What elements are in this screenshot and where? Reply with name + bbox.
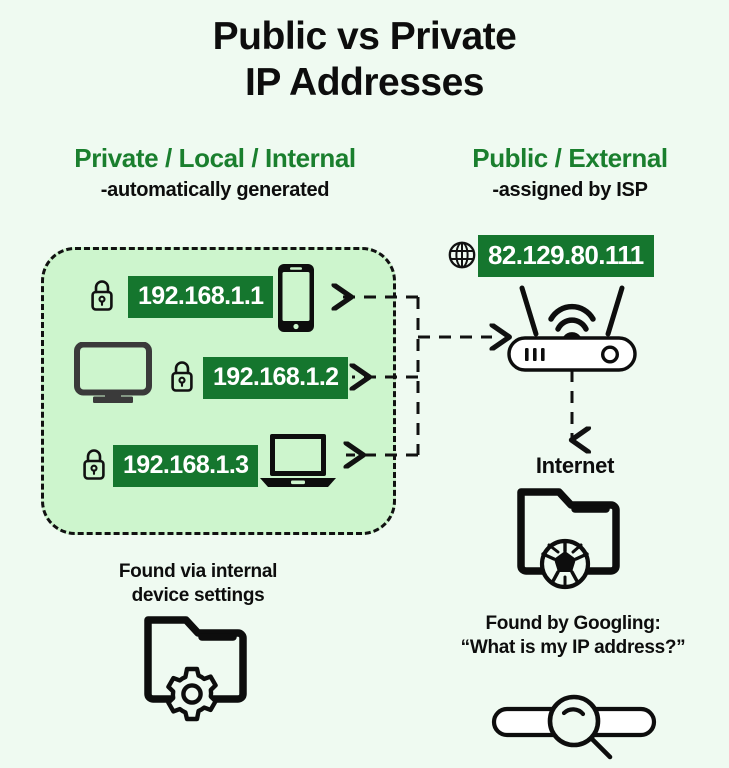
private-ip-badge-3: 192.168.1.3 bbox=[113, 445, 259, 487]
private-heading: Private / Local / Internal bbox=[74, 143, 356, 173]
public-ip-badge: 82.129.80.111 bbox=[478, 235, 654, 277]
search-bar-icon bbox=[490, 687, 660, 768]
smartphone-icon bbox=[276, 262, 316, 339]
page-title: Public vs Private IP Addresses bbox=[0, 14, 729, 106]
laptop-icon bbox=[258, 432, 338, 495]
private-caption-line-1: Found via internal bbox=[118, 561, 278, 582]
public-caption-line-2: “What is my IP address?” bbox=[460, 636, 686, 658]
title-line-2: IP Addresses bbox=[245, 61, 484, 105]
private-column-header: Private / Local / Internal -automaticall… bbox=[10, 144, 420, 201]
public-caption-line-1: Found by Googling: bbox=[485, 613, 661, 634]
title-line-1: Public vs Private bbox=[212, 15, 517, 58]
private-caption-line-2: device settings bbox=[131, 584, 265, 606]
public-caption: Found by Googling: “What is my IP addres… bbox=[418, 612, 728, 660]
folder-gear-icon bbox=[140, 610, 258, 727]
folder-globe-ball-icon bbox=[513, 482, 633, 595]
public-heading: Public / External bbox=[472, 143, 668, 173]
lock-icon bbox=[168, 358, 196, 399]
desktop-monitor-icon bbox=[74, 341, 152, 409]
private-subheading: -automatically generated bbox=[100, 178, 330, 201]
globe-icon bbox=[447, 240, 477, 275]
private-caption: Found via internal device settings bbox=[48, 560, 348, 608]
internet-label: Internet bbox=[535, 453, 615, 478]
public-column-header: Public / External -assigned by ISP bbox=[420, 144, 720, 201]
private-ip-badge-1: 192.168.1.1 bbox=[128, 276, 274, 318]
wifi-router-icon bbox=[496, 282, 648, 377]
lock-icon bbox=[80, 446, 108, 487]
private-ip-badge-2: 192.168.1.2 bbox=[203, 357, 349, 399]
lock-icon bbox=[88, 277, 116, 318]
public-subheading: -assigned by ISP bbox=[492, 178, 648, 201]
